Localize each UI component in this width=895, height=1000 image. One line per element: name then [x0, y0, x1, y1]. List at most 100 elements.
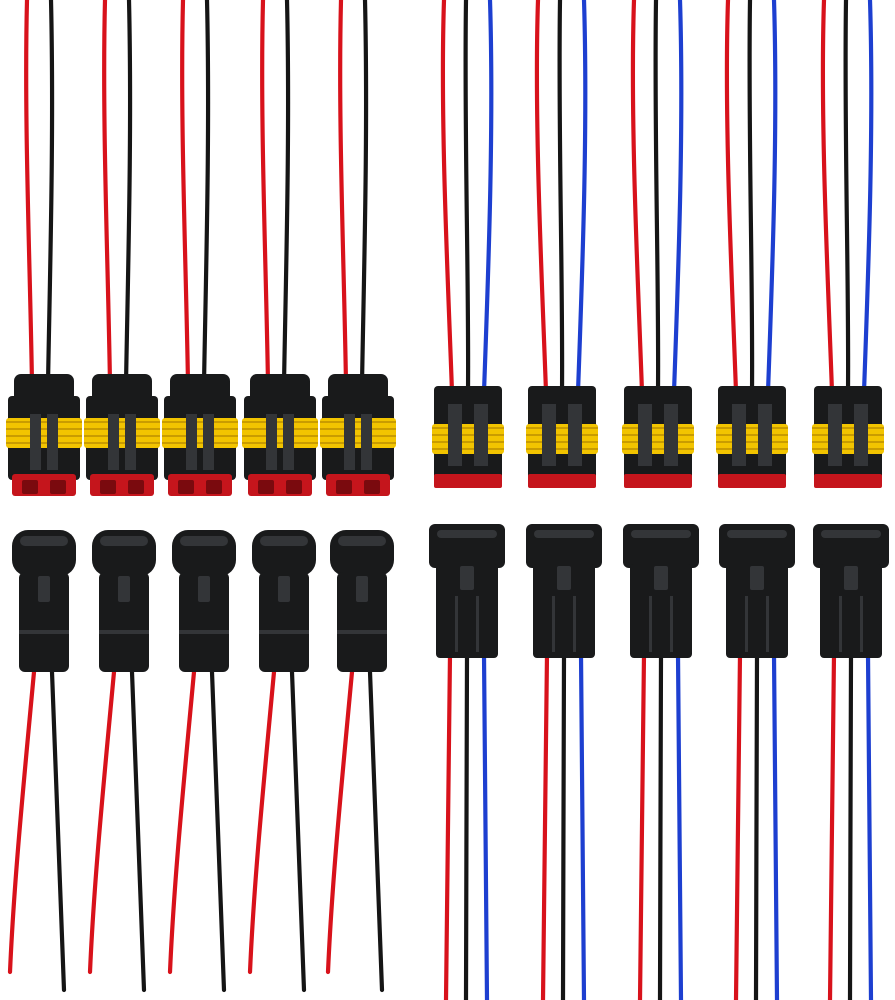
blue-wire — [671, 0, 684, 395]
pin-socket — [128, 480, 144, 494]
red-wire — [338, 0, 349, 387]
seal-ring — [242, 418, 318, 448]
connector-body — [259, 572, 309, 672]
pin-socket — [206, 480, 222, 494]
body-ridge — [179, 630, 229, 634]
male-3pin-connector — [526, 524, 602, 658]
seal-ring — [6, 418, 82, 448]
body-rib — [670, 596, 673, 652]
black-wire — [463, 651, 470, 1000]
latch-slot — [125, 414, 136, 470]
wire-layer — [7, 0, 874, 1000]
black-wire — [289, 669, 307, 993]
latch-slot — [758, 404, 772, 466]
female-2pin-connector — [320, 374, 396, 496]
black-wire — [747, 0, 755, 395]
seal-ring — [320, 418, 396, 448]
male-3pin-connector — [813, 524, 889, 658]
body-ridge — [259, 630, 309, 634]
blue-wire — [765, 0, 778, 395]
latch-slot — [448, 404, 462, 466]
seal-rib — [6, 421, 82, 423]
connector-body — [19, 572, 69, 672]
lock-tab — [356, 576, 368, 602]
connector-body — [337, 572, 387, 672]
latch-slot — [47, 414, 58, 470]
terminal-base — [248, 474, 312, 496]
latch-slot — [568, 404, 582, 466]
body-ridge — [99, 630, 149, 634]
female-3pin-connector — [432, 386, 504, 488]
seal-rib — [812, 427, 884, 429]
seal-rib — [320, 428, 396, 430]
lock-tab — [460, 566, 474, 590]
black-wire — [560, 651, 567, 1000]
head-highlight — [727, 530, 787, 538]
blue-wire — [771, 651, 780, 1000]
lock-tab — [844, 566, 858, 590]
latch-slot — [854, 404, 868, 466]
seal-rib — [6, 428, 82, 430]
lock-tab — [38, 576, 50, 602]
seal-rib — [242, 435, 318, 437]
seal-rib — [84, 428, 160, 430]
lock-tab — [654, 566, 668, 590]
latch-slot — [664, 404, 678, 466]
latch-slot — [361, 414, 372, 470]
red-wire — [534, 0, 549, 395]
female-3pin-connector — [622, 386, 694, 488]
blue-wire — [481, 0, 494, 395]
body-ridge — [337, 630, 387, 634]
red-wire — [167, 669, 197, 975]
latch-slot — [344, 414, 355, 470]
terminal-base — [434, 474, 502, 488]
terminal-base — [718, 474, 786, 488]
terminal-base — [624, 474, 692, 488]
female-2pin-connector — [242, 374, 318, 496]
seal-rib — [162, 421, 238, 423]
black-wire — [129, 669, 147, 993]
lock-tab — [118, 576, 130, 602]
seal-rib — [6, 435, 82, 437]
seal-rib — [526, 448, 598, 450]
red-wire — [443, 651, 453, 1000]
connector-body — [630, 564, 692, 658]
seal-rib — [526, 427, 598, 429]
female-2pin-connector — [162, 374, 238, 496]
body-rib — [766, 596, 769, 652]
latch-slot — [638, 404, 652, 466]
body-ridge — [19, 630, 69, 634]
head-highlight — [180, 536, 228, 546]
seal-rib — [432, 427, 504, 429]
seal-rib — [432, 441, 504, 443]
seal-rib — [242, 428, 318, 430]
body-rib — [839, 596, 842, 652]
body-rib — [476, 596, 479, 652]
red-wire — [724, 0, 739, 395]
seal-rib — [6, 442, 82, 444]
seal-rib — [622, 427, 694, 429]
male-2pin-connector — [12, 530, 76, 672]
latch-slot — [732, 404, 746, 466]
male-2pin-connector — [252, 530, 316, 672]
black-wire — [557, 0, 565, 395]
terminal-base — [168, 474, 232, 496]
head-highlight — [821, 530, 881, 538]
latch-slot — [186, 414, 197, 470]
male-3pin-connector — [719, 524, 795, 658]
female-2pin-connector — [6, 374, 82, 496]
connector-body — [99, 572, 149, 672]
connector-layer — [6, 374, 889, 672]
black-wire — [49, 669, 67, 993]
male-3pin-connector — [623, 524, 699, 658]
seal-rib — [162, 435, 238, 437]
head-highlight — [100, 536, 148, 546]
head-highlight — [437, 530, 497, 538]
black-wire — [657, 651, 664, 1000]
seal-rib — [716, 448, 788, 450]
red-wire — [7, 669, 37, 975]
blue-wire — [481, 651, 490, 1000]
latch-slot — [283, 414, 294, 470]
seal-ring — [162, 418, 238, 448]
